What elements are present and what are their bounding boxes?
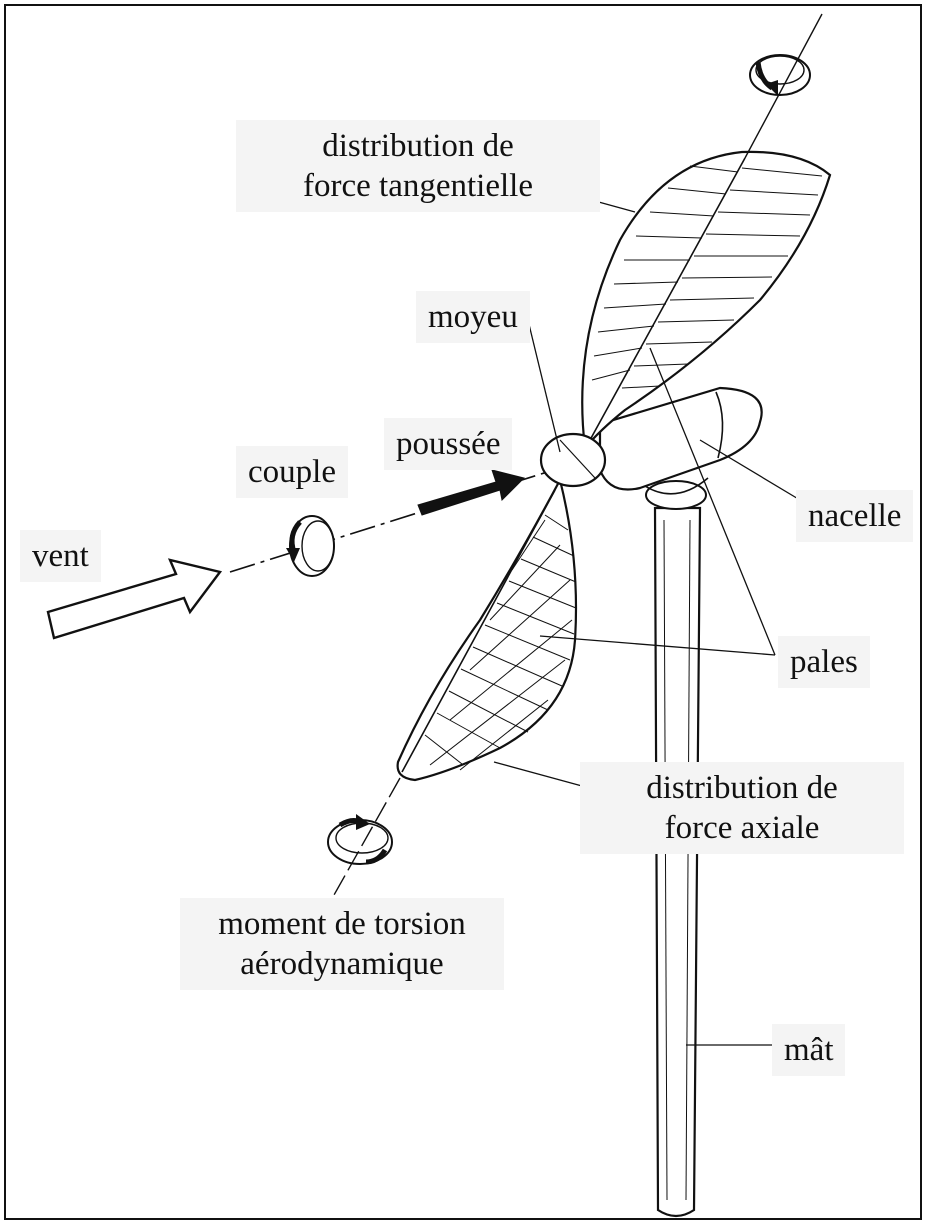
- tangential-force-label: distribution de force tangentielle: [236, 120, 600, 212]
- thrust-arrow: [418, 470, 524, 515]
- tower-label: mât: [772, 1024, 845, 1076]
- twist-moment-label-line2: aérodynamique: [192, 944, 492, 984]
- top-rotation-icon: [750, 55, 810, 96]
- wind-label: vent: [20, 530, 101, 582]
- bottom-rotation-icon: [328, 814, 392, 864]
- blades-label: pales: [778, 636, 870, 688]
- twist-moment-label-line1: moment de torsion: [192, 904, 492, 944]
- axial-force-label: distribution de force axiale: [580, 762, 904, 854]
- thrust-label: poussée: [384, 418, 512, 470]
- tangential-force-label-line1: distribution de: [248, 126, 588, 166]
- hub: [541, 434, 605, 486]
- nacelle-label: nacelle: [796, 490, 913, 542]
- axial-force-label-line1: distribution de: [592, 768, 892, 808]
- axial-force-label-line2: force axiale: [592, 808, 892, 848]
- twist-moment-label: moment de torsion aérodynamique: [180, 898, 504, 990]
- torque-label: couple: [236, 446, 348, 498]
- lower-blade: [398, 480, 576, 780]
- torque-rotation-icon: [286, 516, 334, 576]
- hub-label: moyeu: [416, 291, 530, 343]
- tangential-force-label-line2: force tangentielle: [248, 166, 588, 206]
